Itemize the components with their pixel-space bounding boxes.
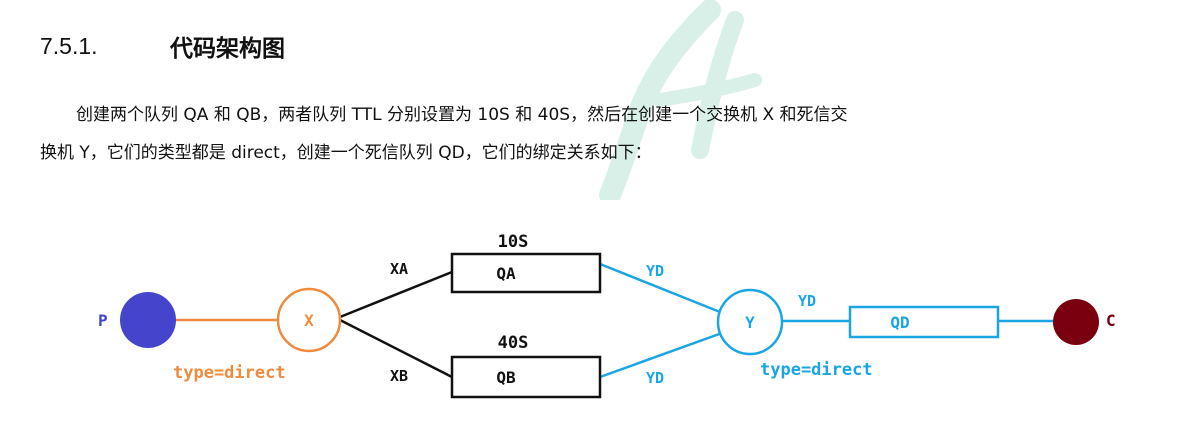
binding-xa-label: XA	[390, 260, 408, 278]
edge-x-qa	[339, 270, 453, 319]
section-number: 7.5.1.	[40, 32, 98, 59]
deadletter-key-qa: YD	[646, 262, 664, 280]
exchange-y-node	[716, 288, 784, 356]
consumer-label: C	[1106, 311, 1116, 330]
exchange-x-label: X	[304, 311, 314, 330]
section-title: 代码架构图	[170, 36, 285, 62]
exchange-y-label: Y	[745, 313, 755, 332]
queue-b-label: QB	[496, 368, 516, 387]
description-paragraph: 创建两个队列 QA 和 QB，两者队列 TTL 分别设置为 10S 和 40S，…	[40, 96, 1150, 172]
paragraph-line-1: 创建两个队列 QA 和 QB，两者队列 TTL 分别设置为 10S 和 40S，…	[76, 105, 848, 125]
queue-d-node	[848, 305, 1000, 339]
edge-x-qb	[339, 318, 453, 379]
exchange-x-type: type=direct	[173, 363, 286, 383]
queue-a-node	[450, 252, 602, 294]
edge-qb-y	[599, 331, 723, 379]
binding-yd-label: YD	[798, 292, 816, 310]
consumer-node	[1053, 299, 1099, 345]
architecture-diagram: P X type=direct XA XB 10S QA 40S QB YD Y…	[98, 232, 1116, 399]
section-heading: 7.5.1. 代码架构图	[40, 26, 285, 66]
queue-d-label: QD	[890, 313, 909, 332]
deadletter-key-qb: YD	[646, 369, 664, 387]
producer-node	[120, 292, 176, 348]
queue-b-node	[450, 355, 602, 399]
producer-label: P	[98, 311, 108, 330]
queue-b-ttl: 40S	[498, 333, 529, 353]
paragraph-line-2: 换机 Y，它们的类型都是 direct，创建一个死信队列 QD，它们的绑定关系如…	[40, 143, 652, 163]
queue-a-ttl: 10S	[498, 232, 529, 252]
binding-xb-label: XB	[390, 367, 408, 385]
exchange-y-type: type=direct	[760, 360, 873, 380]
edge-qa-y	[599, 262, 721, 314]
queue-a-label: QA	[496, 264, 516, 283]
exchange-x-node	[276, 287, 342, 353]
